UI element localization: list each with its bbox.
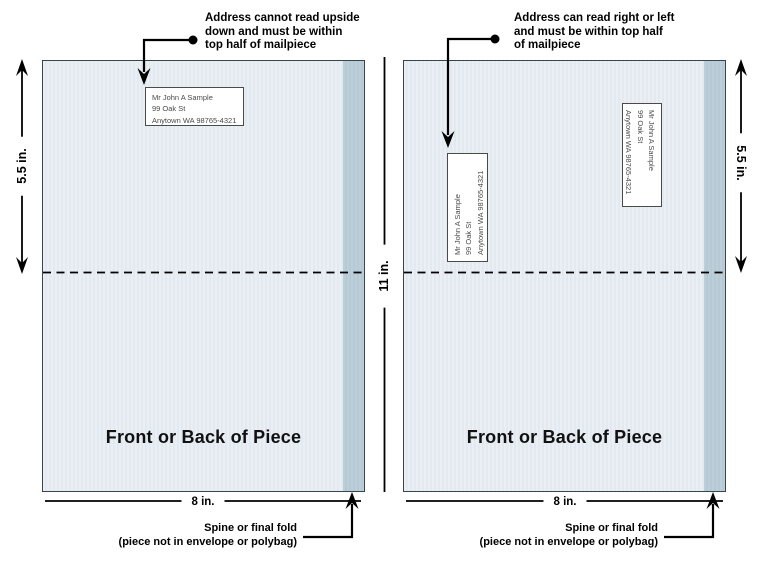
- address-line: Anytown WA 98765-4321: [475, 170, 485, 255]
- spine-note-right: Spine or final fold (piece not in envelo…: [438, 521, 658, 549]
- annotation-line: of mailpiece: [514, 39, 581, 51]
- height-dimension: 11 in.: [376, 244, 392, 308]
- address-line: 99 Oak St: [464, 221, 474, 255]
- annotation-line: Address can read right or left: [514, 12, 675, 24]
- annotation-left: Address cannot read upside down and must…: [205, 12, 360, 53]
- arrowhead-down-icon: [16, 257, 28, 274]
- address-line: 99 Oak St: [152, 104, 186, 114]
- piece-label-right: Front or Back of Piece: [466, 427, 663, 447]
- piece-label-left: Front or Back of Piece: [105, 427, 302, 447]
- callout-dot-icon: [490, 34, 500, 44]
- spine-note-left: Spine or final fold (piece not in envelo…: [77, 521, 297, 549]
- address-label-upright: Mr John A Sample 99 Oak St Anytown WA 98…: [145, 87, 244, 126]
- address-label-rotated-ccw: Mr John A Sample 99 Oak St Anytown WA 98…: [447, 153, 488, 262]
- address-line: Mr John A Sample: [152, 93, 213, 102]
- spine-note-line: Spine or final fold: [204, 522, 297, 534]
- address-line: Mr John A Sample: [453, 194, 462, 255]
- spine-strip-right: [704, 61, 725, 491]
- mailpiece-left: Front or Back of Piece: [42, 60, 365, 492]
- half-height-dimension-left: 5.5 in.: [14, 136, 30, 196]
- width-dimension-left: 8 in.: [181, 495, 225, 509]
- width-dimension-right: 8 in.: [543, 495, 587, 509]
- annotation-line: and must be within top half: [514, 25, 663, 38]
- address-line: Anytown WA 98765-4321: [152, 115, 237, 125]
- spine-strip-left: [343, 61, 364, 491]
- annotation-line: Address cannot read upside: [205, 12, 360, 24]
- spine-note-line: (piece not in envelope or polybag): [479, 536, 658, 548]
- address-line: Anytown WA 98765-4321: [624, 110, 634, 195]
- mailpiece-right: Front or Back of Piece: [403, 60, 726, 492]
- arrowhead-up-icon: [735, 59, 747, 76]
- annotation-right: Address can read right or left and must …: [514, 12, 674, 53]
- spine-note-line: (piece not in envelope or polybag): [118, 536, 297, 548]
- address-line: Mr John A Sample: [647, 110, 656, 171]
- arrowhead-up-icon: [16, 59, 28, 76]
- address-line: 99 Oak St: [635, 110, 645, 144]
- arrowhead-up-icon: [706, 492, 720, 509]
- arrowhead-up-icon: [345, 492, 359, 509]
- address-label-rotated-cw: Mr John A Sample 99 Oak St Anytown WA 98…: [622, 103, 662, 207]
- arrowhead-down-icon: [735, 256, 747, 273]
- spine-note-line: Spine or final fold: [565, 522, 658, 534]
- annotation-line: top half of mailpiece: [205, 39, 317, 51]
- half-height-dimension-right: 5.5 in.: [733, 133, 749, 193]
- callout-dot-icon: [188, 35, 198, 45]
- annotation-line: down and must be within: [205, 25, 343, 38]
